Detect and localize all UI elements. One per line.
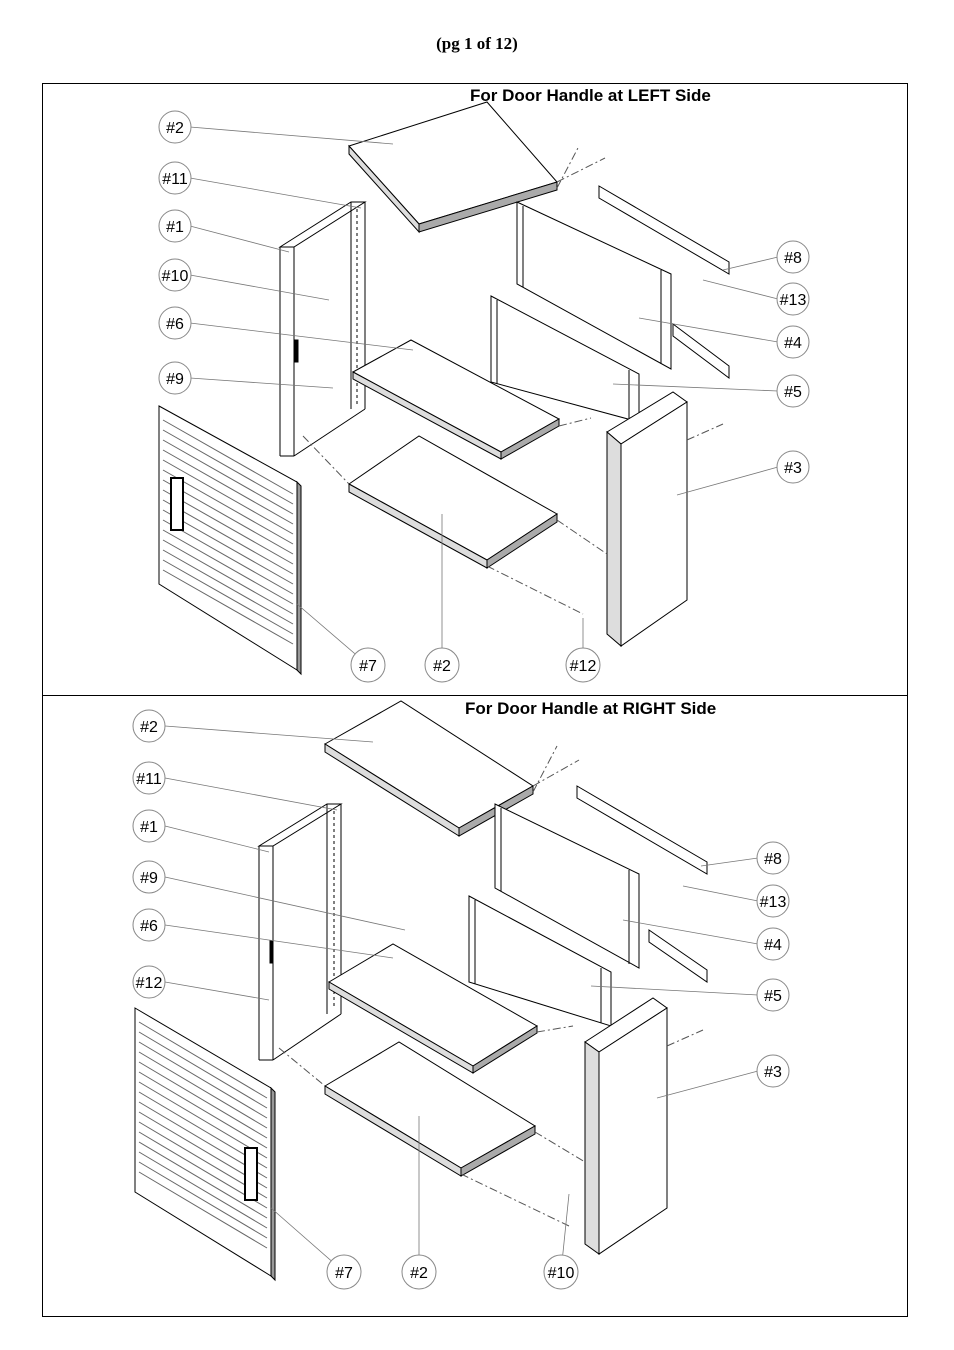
callout-label: #13	[780, 292, 807, 309]
diagram-panel-right-handle: For Door Handle at RIGHT Side	[42, 695, 908, 1317]
callout-label: #7	[359, 658, 377, 675]
callout-label: #12	[136, 975, 163, 992]
left-frame-part	[278, 201, 367, 457]
page-number: (pg 1 of 12)	[436, 34, 518, 53]
callout-label: #3	[764, 1064, 782, 1081]
top-panel-part	[324, 700, 534, 837]
callouts	[132, 709, 790, 1290]
callout-label: #3	[784, 460, 802, 477]
callout-label: #8	[764, 851, 782, 868]
exploded-view-left: #2 #11 #1 #10 #6 #9 #7 #2 #12 #8 #13 #4 …	[158, 101, 810, 683]
callout-label: #2	[166, 120, 184, 137]
callout-label: #4	[764, 937, 782, 954]
callout-label: #10	[548, 1265, 575, 1282]
bottom-panel-part	[324, 1041, 536, 1177]
callout-label: #7	[335, 1265, 353, 1282]
callout-label: #6	[140, 918, 158, 935]
exploded-view-right: #2 #11 #1 #9 #6 #12 #7 #2 #10 #8 #13 #4 …	[132, 700, 790, 1290]
door-part	[134, 1007, 276, 1282]
callouts	[158, 110, 810, 683]
callout-label: #2	[410, 1265, 428, 1282]
door-part	[158, 405, 302, 676]
top-panel-part	[348, 101, 558, 234]
callout-label: #13	[760, 894, 787, 911]
back-panel-upper-part	[494, 803, 640, 969]
callout-label: #11	[162, 171, 188, 188]
callout-label: #5	[784, 384, 802, 401]
rail-part	[576, 785, 708, 983]
callout-label: #9	[140, 870, 158, 887]
callout-label: #6	[166, 316, 184, 333]
left-frame-part	[257, 803, 343, 1061]
callout-label: #5	[764, 988, 782, 1005]
rail-part	[598, 185, 730, 379]
panel-heading: For Door Handle at LEFT Side	[470, 86, 711, 105]
callout-label: #2	[433, 658, 451, 675]
diagram-panel-left-handle: For Door Handle at LEFT Side	[42, 83, 908, 696]
callout-label: #4	[784, 335, 802, 352]
panel-heading: For Door Handle at RIGHT Side	[465, 699, 717, 718]
right-side-panel-part	[584, 997, 668, 1255]
middle-shelf-part	[351, 339, 561, 460]
callout-label: #1	[166, 219, 184, 236]
callout-label: #11	[136, 771, 162, 788]
callout-label: #2	[140, 719, 158, 736]
back-panel-upper-part	[516, 201, 672, 370]
right-side-panel-part	[606, 391, 688, 648]
callout-label: #9	[166, 371, 184, 388]
bottom-panel-part	[348, 435, 558, 569]
middle-shelf-part	[328, 943, 538, 1074]
callout-label: #10	[162, 268, 189, 285]
callout-label: #8	[784, 250, 802, 267]
callout-label: #12	[570, 658, 597, 675]
callout-label: #1	[140, 819, 158, 836]
